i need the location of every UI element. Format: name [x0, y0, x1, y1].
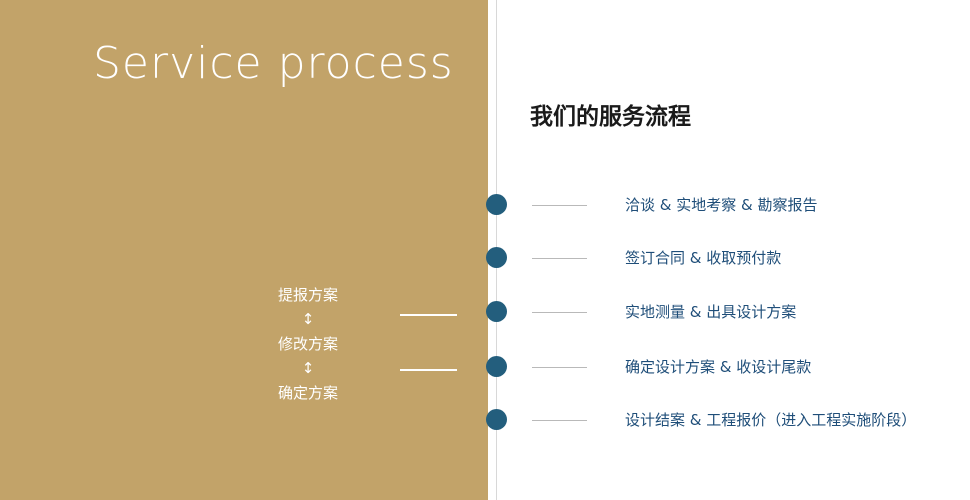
left-panel: Service process 提报方案 ↕ 修改方案 ↕ 确定方案 — [0, 0, 488, 500]
timeline-dot — [486, 247, 507, 268]
plan-step: 修改方案 — [277, 335, 338, 353]
step-label: 洽谈 & 实地考察 & 勘察报告 — [625, 196, 818, 214]
step-label: 确定设计方案 & 收设计尾款 — [625, 358, 812, 376]
timeline-step: 确定设计方案 & 收设计尾款 — [0, 356, 970, 378]
timeline-dot — [486, 301, 507, 322]
timeline-step: 洽谈 & 实地考察 & 勘察报告 — [0, 194, 970, 216]
section-heading: 我们的服务流程 — [530, 104, 691, 130]
page-title: Service process — [93, 38, 454, 89]
timeline-dot — [486, 409, 507, 430]
step-label: 实地测量 & 出具设计方案 — [625, 303, 797, 321]
tick-line — [532, 420, 587, 421]
connector-line — [400, 314, 457, 316]
plan-step: 提报方案 — [277, 286, 338, 304]
tick-line — [532, 258, 587, 259]
timeline-dot — [486, 194, 507, 215]
up-down-arrow-icon: ↕ — [301, 359, 315, 377]
tick-line — [532, 367, 587, 368]
connector-line — [400, 369, 457, 371]
up-down-arrow-icon: ↕ — [301, 310, 315, 328]
tick-line — [532, 312, 587, 313]
timeline-step: 签订合同 & 收取预付款 — [0, 247, 970, 269]
timeline-dot — [486, 356, 507, 377]
step-label: 设计结案 & 工程报价（进入工程实施阶段） — [625, 411, 917, 429]
tick-line — [532, 205, 587, 206]
timeline-step: 实地测量 & 出具设计方案 — [0, 301, 970, 323]
step-label: 签订合同 & 收取预付款 — [625, 249, 782, 267]
plan-steps-block: 提报方案 ↕ 修改方案 ↕ 确定方案 — [248, 283, 368, 405]
plan-step: 确定方案 — [277, 384, 338, 402]
timeline-step: 设计结案 & 工程报价（进入工程实施阶段） — [0, 409, 970, 431]
